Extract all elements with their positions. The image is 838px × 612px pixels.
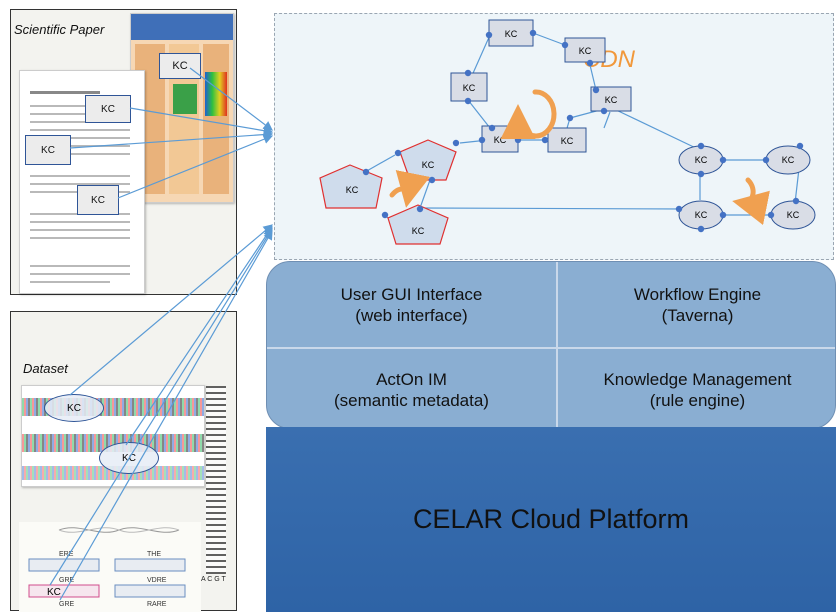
source-arrows (49, 67, 274, 601)
kc-box-poster: KC (159, 53, 201, 79)
arrow-paper-3 (117, 134, 274, 199)
cdn-node-label: KC (422, 160, 435, 170)
stack-divider-horizontal (267, 347, 835, 349)
arrow-paper-1 (129, 107, 274, 136)
cdn-pentagon-nodes: KC KC KC (319, 139, 457, 245)
platform-stack: User GUI Interface (web interface) Workf… (266, 261, 836, 429)
seq-label: VDRE (147, 577, 167, 584)
gel-ladder-image (206, 386, 226, 574)
cdn-node-label: KC (463, 83, 476, 93)
cdn-node-label: KC (505, 29, 518, 39)
scientific-paper-label: Scientific Paper (14, 22, 105, 37)
arrow-dataset-1 (69, 224, 273, 396)
arrow-sequence-2 (59, 229, 273, 601)
kc-label-sequence: KC (47, 587, 61, 598)
cdn-node (387, 204, 449, 245)
seq-label: RARE (147, 601, 167, 608)
acton-im-title: ActOn IM (376, 369, 447, 389)
kc-box-paper-2: KC (25, 135, 71, 165)
cycle-arrow-3 (732, 177, 770, 226)
seq-label: GRE (59, 577, 75, 584)
cdn-node (564, 37, 606, 63)
cdn-node-label: KC (494, 135, 507, 145)
cdn-node-label: KC (605, 95, 618, 105)
kc-ellipse-dataset-1: KC (44, 394, 104, 422)
stack-divider-vertical (556, 262, 558, 428)
workflow-engine-subtitle: (Taverna) (661, 305, 734, 325)
dataset-label: Dataset (23, 361, 68, 376)
knowledge-management-cell: Knowledge Management (rule engine) (558, 349, 835, 428)
seq-label: GRE (59, 601, 75, 608)
cdn-node-label: KC (561, 136, 574, 146)
cdn-node-label: KC (782, 155, 795, 165)
knowledge-management-subtitle: (rule engine) (649, 390, 746, 410)
arrow-poster (189, 67, 273, 131)
kc-box-paper-3: KC (77, 185, 119, 215)
acton-im-cell: ActOn IM (semantic metadata) (267, 349, 556, 428)
knowledge-management-title: Knowledge Management (603, 369, 792, 389)
cdn-node (319, 164, 383, 209)
cdn-node-label: KC (695, 155, 708, 165)
workflow-engine-cell: Workflow Engine (Taverna) (558, 262, 835, 347)
user-gui-cell: User GUI Interface (web interface) (267, 262, 556, 347)
cycle-arrow-2 (389, 170, 431, 208)
seq-label: ERE (59, 551, 74, 558)
cycle-arrows (389, 89, 770, 226)
user-gui-title: User GUI Interface (340, 284, 483, 304)
celar-cloud-platform: CELAR Cloud Platform (266, 427, 836, 612)
celar-cloud-platform-label: CELAR Cloud Platform (412, 504, 690, 534)
cdn-node-label: KC (412, 226, 425, 236)
cycle-arrow-1 (500, 89, 557, 140)
arrow-sequence-1 (49, 227, 273, 586)
cdn-node-label: KC (579, 46, 592, 56)
arrow-dataset-2 (125, 226, 273, 446)
cdn-node-label: KC (695, 210, 708, 220)
dataset-panel: Dataset KC KC A C G T ERE THE GRE VDRE G… (10, 311, 237, 612)
cdn-node (547, 127, 587, 153)
workflow-engine-title: Workflow Engine (633, 284, 762, 304)
kc-box-paper-1: KC (85, 95, 131, 123)
cdn-node (450, 72, 488, 102)
seq-label: THE (147, 551, 161, 558)
kc-label: KC (67, 402, 81, 414)
cdn-node-label: KC (346, 185, 359, 195)
gel-ladder-label: A C G T (201, 576, 226, 583)
cdn-rect-nodes: KC KC KC KC KC KC (450, 19, 632, 153)
acton-im-subtitle: (semantic metadata) (334, 390, 489, 410)
cdn-dots (362, 29, 804, 233)
cdn-node-label: KC (787, 210, 800, 220)
user-gui-subtitle: (web interface) (355, 305, 468, 325)
arrow-paper-2 (69, 129, 274, 149)
